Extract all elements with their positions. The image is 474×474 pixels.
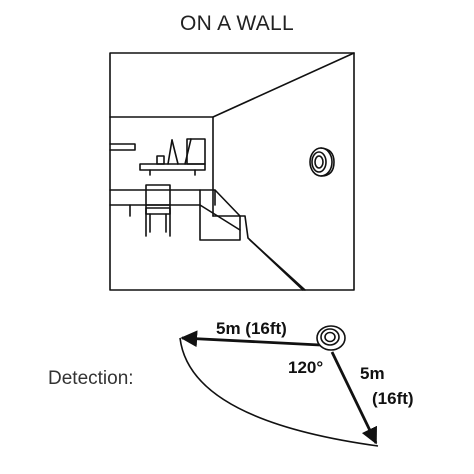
range-arrow-left <box>180 330 321 348</box>
range-label-left: 5m (16ft) <box>216 319 287 338</box>
angle-label: 120° <box>288 358 323 377</box>
picture-frame-icon <box>156 138 206 165</box>
detection-label: Detection: <box>48 368 134 389</box>
detection-arc <box>179 337 379 447</box>
floor-line-inner <box>249 239 306 291</box>
sensor-icon <box>316 325 346 351</box>
chair-icon <box>145 184 171 237</box>
diagram-title: ON A WALL <box>180 12 294 35</box>
motion-sensor-icon <box>309 147 335 177</box>
room-frame <box>109 52 355 291</box>
range-label-right-line1: 5m <box>360 364 385 383</box>
range-arrow-right <box>330 351 378 445</box>
shelf-icon <box>109 143 206 176</box>
range-label-right-line2: (16ft) <box>372 389 414 408</box>
